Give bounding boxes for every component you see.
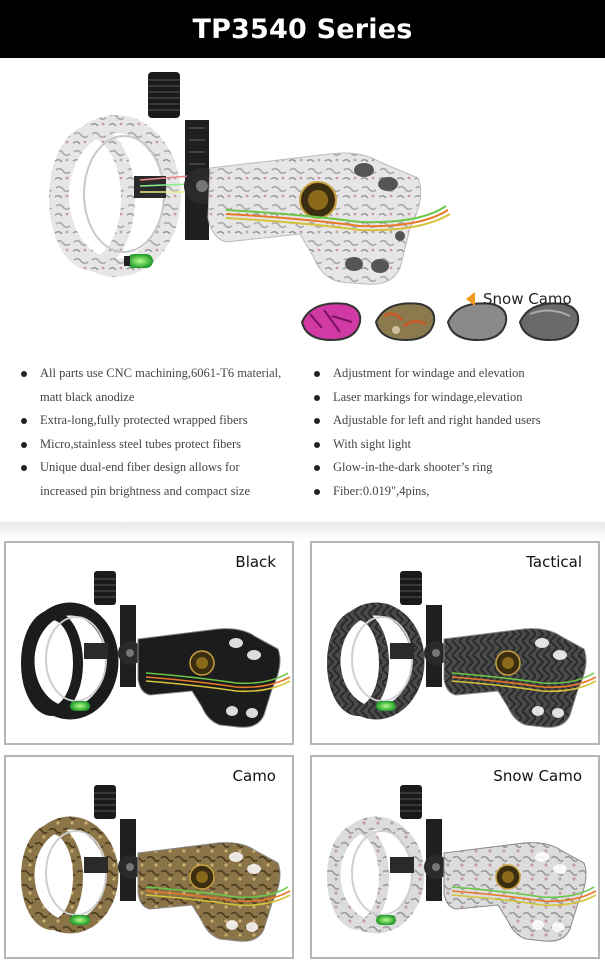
bullet-icon	[314, 371, 320, 377]
bullet-icon	[314, 418, 320, 424]
bullet-icon	[314, 394, 320, 401]
bullet-icon	[314, 441, 320, 448]
arrow-left-icon	[466, 292, 475, 306]
bullet-icon	[314, 488, 320, 495]
page-header: TP3540 Series	[0, 0, 605, 58]
hero-sight-illustration	[49, 72, 580, 342]
variant-card-black[interactable]: Black	[4, 541, 294, 745]
variant-card-label: Black	[235, 553, 276, 571]
variant-card-label: Snow Camo	[493, 767, 582, 785]
sight-camo-illustration	[21, 785, 291, 942]
feature-item-continued: increased pin brightness and compact siz…	[40, 483, 250, 498]
feature-item: Adjustment for windage and elevation	[312, 362, 541, 386]
bullet-icon	[21, 418, 27, 424]
feature-item: Fiber:0.019",4pins,	[312, 480, 541, 504]
variant-card-label: Camo	[232, 767, 276, 785]
feature-item: Extra-long,fully protected wrapped fiber…	[19, 409, 281, 433]
feature-item: Adjustable for left and right handed use…	[312, 409, 541, 433]
sight-snow-camo-illustration	[327, 785, 597, 942]
variant-card-snow-camo[interactable]: Snow Camo	[310, 755, 600, 959]
variant-card-camo[interactable]: Camo	[4, 755, 294, 959]
bullet-icon	[21, 441, 27, 448]
feature-item-continued: matt black anodize	[40, 389, 135, 404]
sight-black-illustration	[21, 571, 291, 728]
bullet-icon	[314, 465, 320, 471]
feature-item: Micro,stainless steel tubes protect fibe…	[19, 433, 281, 457]
feature-item: All parts use CNC machining,6061-T6 mate…	[19, 362, 281, 386]
variant-card-tactical[interactable]: Tactical	[310, 541, 600, 745]
feature-list-right: Adjustment for windage and elevation Las…	[312, 362, 541, 503]
hero-product-image: Snow Camo	[0, 58, 605, 358]
page-title: TP3540 Series	[192, 13, 413, 45]
bullet-icon	[21, 371, 27, 377]
selected-variant-indicator: Snow Camo	[466, 290, 572, 308]
feature-list-left: All parts use CNC machining,6061-T6 mate…	[19, 362, 281, 503]
feature-item: Unique dual-end fiber design allows for	[19, 456, 281, 480]
section-divider	[0, 522, 605, 540]
feature-item: Glow-in-the-dark shooter’s ring	[312, 456, 541, 480]
sight-tactical-illustration	[327, 571, 597, 728]
bullet-icon	[21, 465, 27, 471]
selected-variant-label: Snow Camo	[483, 290, 572, 308]
feature-item: Laser markings for windage,elevation	[312, 386, 541, 410]
feature-item: With sight light	[312, 433, 541, 457]
feature-list: All parts use CNC machining,6061-T6 mate…	[0, 358, 605, 524]
variant-card-label: Tactical	[526, 553, 582, 571]
